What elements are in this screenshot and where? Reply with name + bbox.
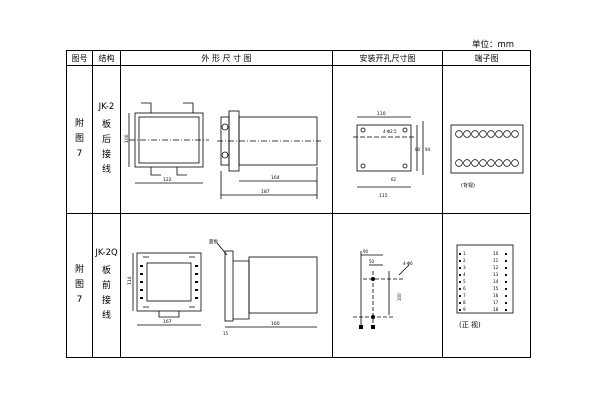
structure-char: 接 [101, 149, 111, 160]
figure-char: 7 [76, 295, 83, 305]
terminal-label: 10 [493, 251, 499, 256]
header-row: 图号 结构 外 形 尺 寸 图 安装开孔尺寸图 端子图 [66, 50, 531, 66]
terminal-label: 15 [493, 286, 499, 291]
terminal-drawing-jk2: (背视) [450, 124, 524, 189]
terminal-board [456, 244, 514, 313]
terminal-label: 2 [463, 258, 466, 263]
dim-height: 100 [124, 134, 130, 143]
terminal-view-note: (正 视) [459, 320, 481, 329]
terminal-label: 17 [493, 300, 499, 305]
mount-dim-gap: 62 [391, 177, 397, 182]
header-figure-no: 图号 [66, 50, 93, 66]
outline-drawing-jk2q: 114 167 面板 15 160 [127, 238, 318, 336]
terminal-drawing-cell: 1 2 3 4 5 6 7 8 9 10 11 12 13 14 [442, 213, 531, 358]
side-view-body [248, 256, 318, 313]
mount-dim-h: 100 [397, 292, 402, 300]
front-view-body [136, 252, 202, 311]
mounting-drawing-jk2: 110 4-Φ2.5 80 94 62 115 [353, 111, 431, 199]
terminal-label: 3 [463, 265, 466, 270]
dim-width: 122 [163, 177, 172, 183]
table-row: 附 图 7 JK-2Q 板 前 接 线 [66, 213, 531, 358]
structure-char: 前 [101, 280, 111, 291]
mount-dim-width: 110 [377, 111, 386, 117]
outline-drawing-cell: 100 122 164 187 [120, 65, 333, 214]
structure-char: 线 [101, 164, 111, 175]
dimension-table: 图号 结构 外 形 尺 寸 图 安装开孔尺寸图 端子图 附 图 7 JK-2 板… [66, 50, 531, 358]
terminal-drawing-jk2q: 1 2 3 4 5 6 7 8 9 10 11 12 13 14 [456, 244, 514, 329]
terminal-board [450, 124, 524, 173]
terminal-label: 18 [493, 307, 499, 312]
terminal-label: 6 [463, 286, 466, 291]
figure-char: 7 [76, 149, 83, 159]
outline-drawing-cell: 114 167 面板 15 160 [120, 213, 333, 358]
mounting-drawing-cell: 110 4-Φ2.5 80 94 62 115 [332, 65, 443, 214]
terminal-label: 5 [463, 279, 466, 284]
figure-char: 图 [74, 280, 84, 290]
dim-offset: 15 [223, 331, 229, 336]
dim-depth: 160 [271, 321, 280, 327]
structure-cell: JK-2Q 板 前 接 线 [92, 213, 121, 358]
terminal-label: 14 [493, 279, 499, 284]
structure-char: 板 [101, 119, 111, 130]
figure-char: 图 [74, 134, 84, 144]
panel-label: 面板 [209, 238, 218, 245]
dim-depth-body: 164 [271, 175, 280, 181]
terminal-label: 1 [463, 251, 466, 256]
terminal-label: 8 [463, 300, 466, 305]
terminal-label: 11 [493, 258, 499, 263]
figure-no-cell: 附 图 7 [66, 213, 93, 358]
model-code: JK-2Q [95, 247, 118, 258]
structure-char: 线 [101, 310, 111, 321]
mounting-drawing-jk2q: 90 50 4-Φ6 100 [353, 249, 413, 329]
structure-char: 板 [101, 265, 111, 276]
outline-drawing-jk2: 100 122 164 187 [124, 102, 321, 199]
table-row: 附 图 7 JK-2 板 后 接 线 [66, 65, 531, 214]
structure-char: 后 [101, 134, 111, 145]
terminal-drawing-cell: (背视) [442, 65, 531, 214]
mount-dim-b: 50 [369, 259, 375, 264]
terminal-label: 16 [493, 293, 499, 298]
structure-cell: JK-2 板 后 接 线 [92, 65, 121, 214]
terminal-label: 7 [463, 293, 466, 298]
mount-hole-spec: 4-Φ2.5 [383, 129, 397, 134]
figure-no-cell: 附 图 7 [66, 65, 93, 214]
mount-dim-span: 115 [379, 193, 388, 199]
unit-label: 单位：mm [472, 40, 515, 50]
terminal-view-note: (背视) [461, 182, 475, 189]
terminal-label: 9 [463, 307, 466, 312]
cutout-outline [356, 124, 412, 171]
mounting-drawing-cell: 90 50 4-Φ6 100 [332, 213, 443, 358]
header-mounting: 安装开孔尺寸图 [332, 50, 443, 66]
terminal-label: 12 [493, 265, 499, 270]
dim-width: 167 [163, 319, 172, 325]
mount-dim-h-inner: 80 [415, 147, 421, 152]
mount-dim-h-outer: 94 [425, 147, 431, 152]
side-view-panel [224, 250, 234, 321]
model-code: JK-2 [98, 101, 115, 112]
header-terminal: 端子图 [442, 50, 531, 66]
figure-char: 附 [74, 119, 84, 129]
header-outline: 外 形 尺 寸 图 [120, 50, 333, 66]
mount-dim-a: 90 [363, 249, 369, 254]
structure-char: 接 [101, 295, 111, 306]
terminal-label: 4 [463, 272, 466, 277]
dim-height: 114 [127, 276, 133, 285]
figure-char: 附 [74, 265, 84, 275]
header-structure: 结构 [92, 50, 121, 66]
terminal-label: 13 [493, 272, 499, 277]
dim-depth-total: 187 [261, 189, 270, 195]
mount-hole-spec: 4-Φ6 [403, 261, 413, 266]
